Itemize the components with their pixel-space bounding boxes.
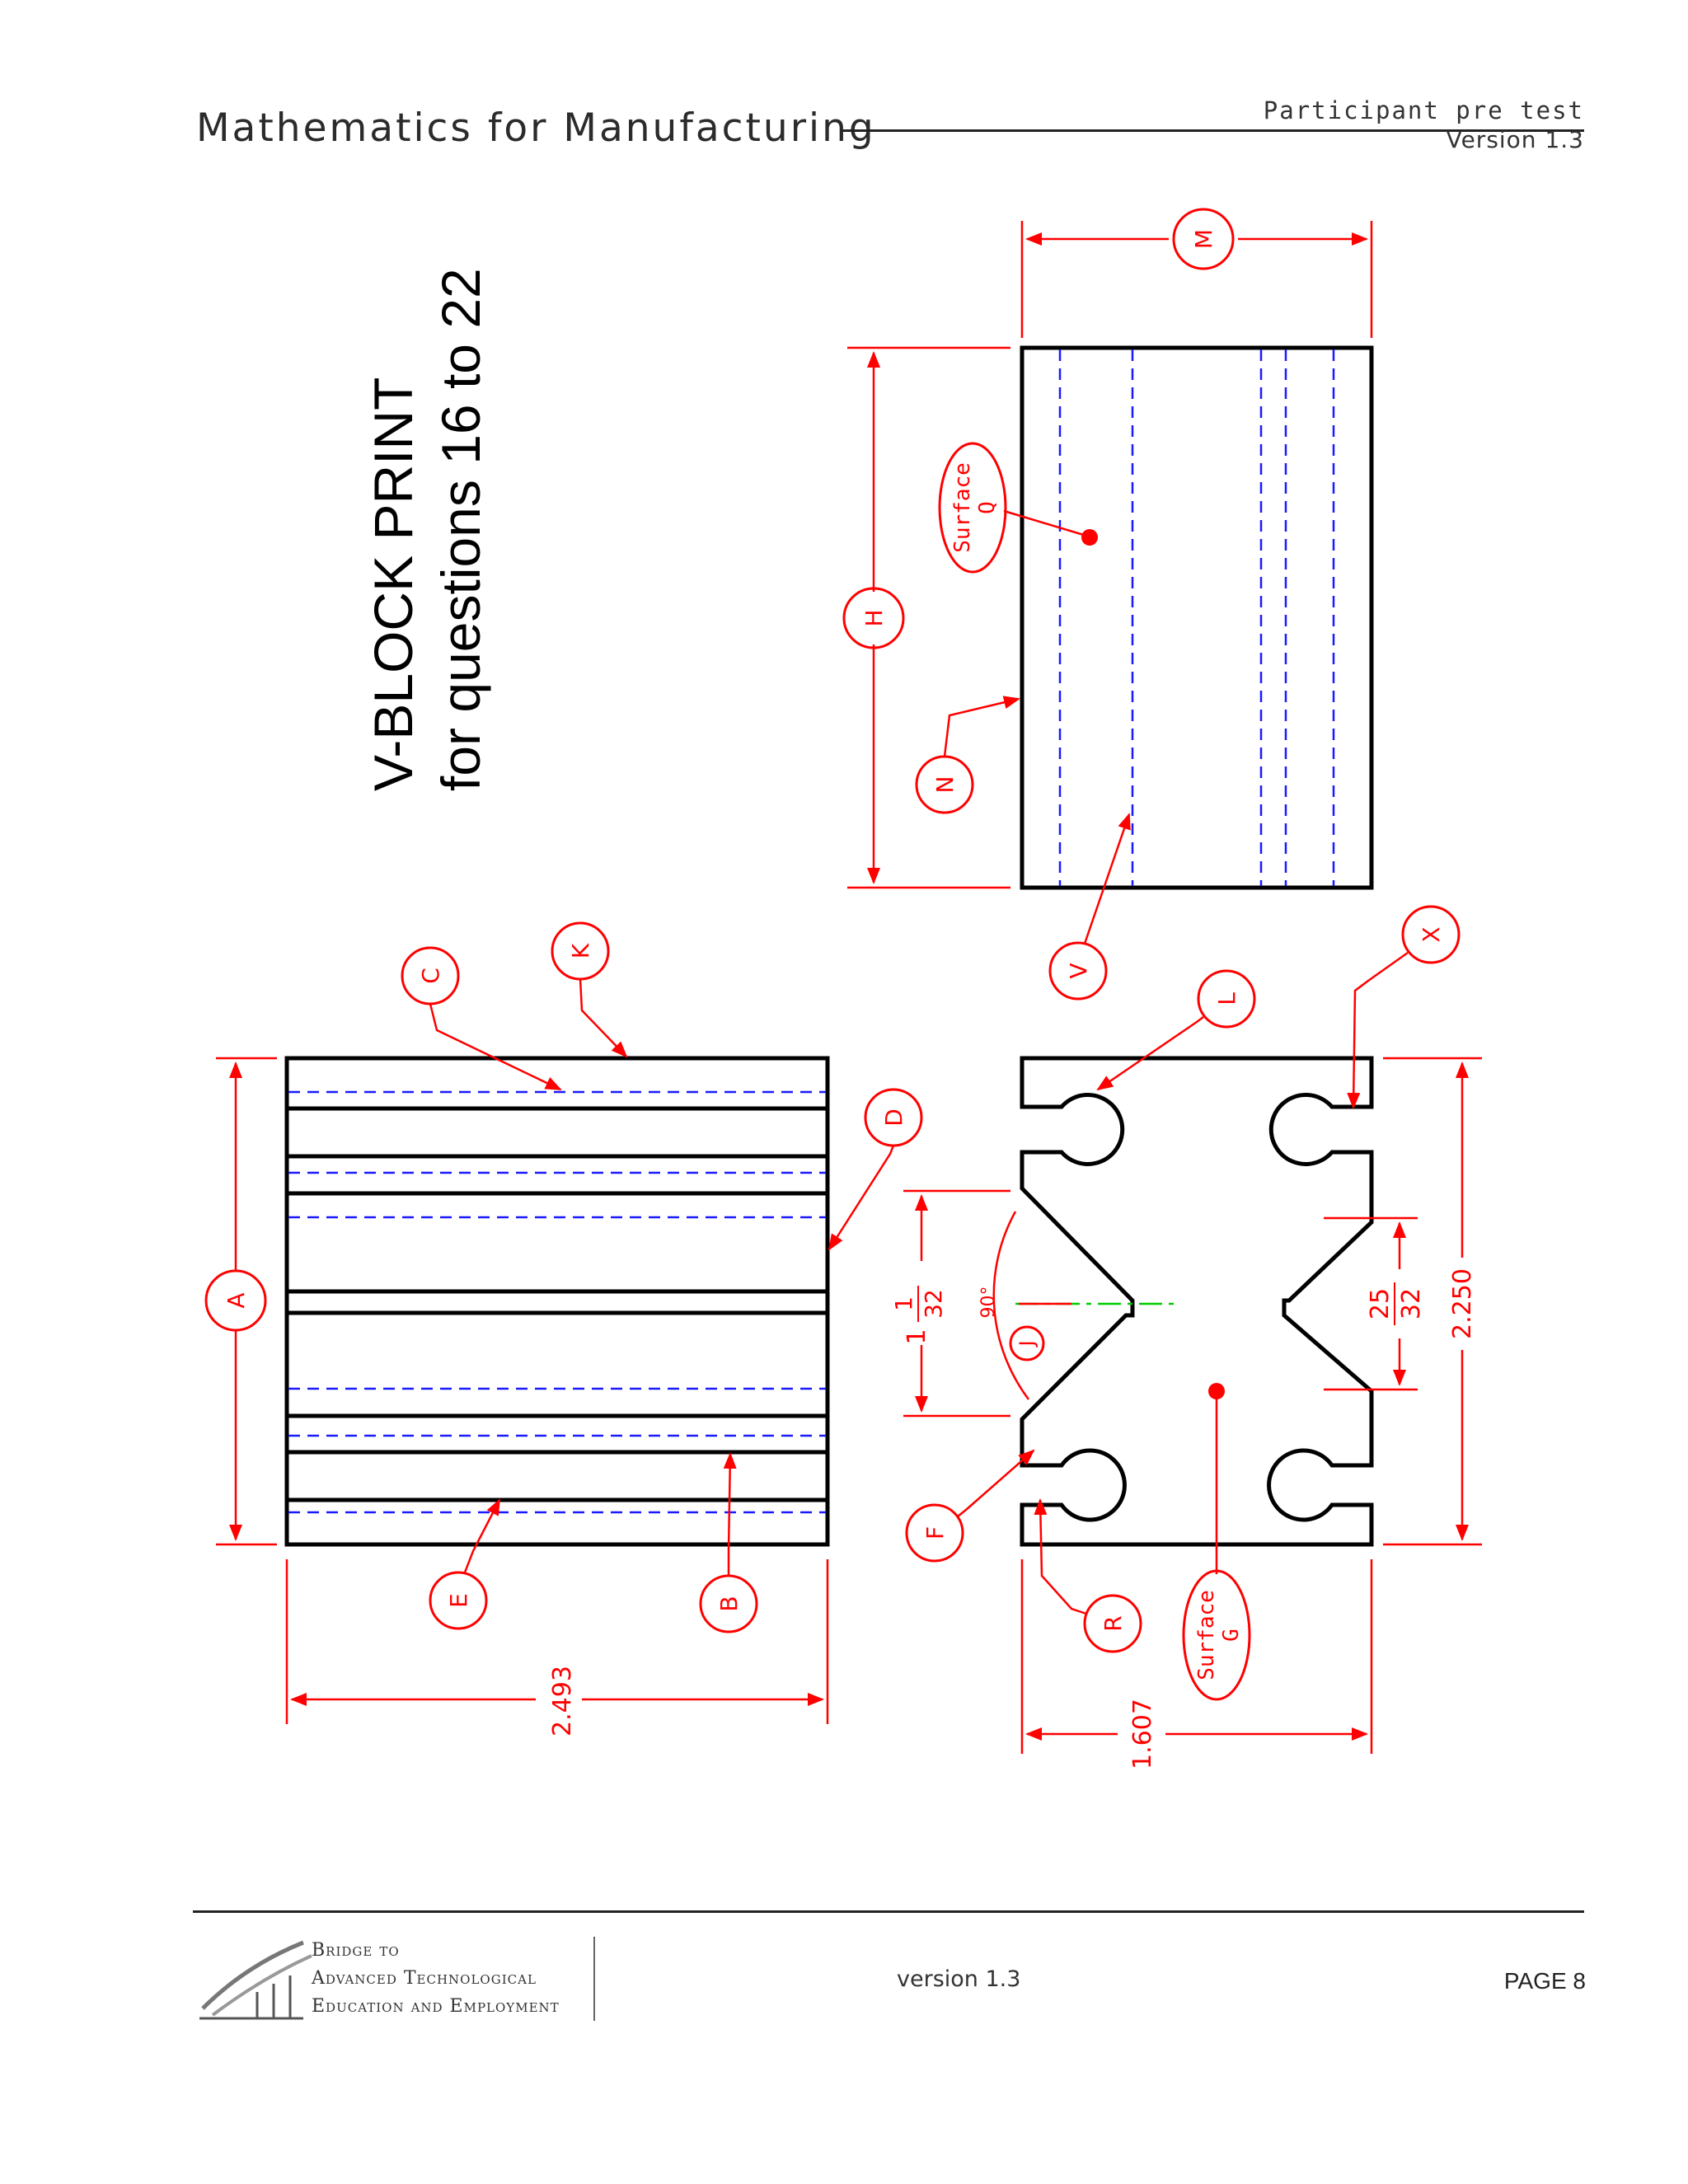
logo-line2: Advanced Technological	[312, 1968, 537, 1989]
label-c: C	[417, 968, 444, 984]
surface-g-word: Surface	[1194, 1590, 1219, 1680]
dim-width-front-text: 2.493	[548, 1666, 577, 1736]
label-x: X	[1418, 926, 1445, 942]
k-callout	[551, 921, 628, 1058]
logo-line3: Education and Employment	[312, 1996, 560, 2017]
label-k: K	[567, 943, 594, 958]
d-callout	[828, 1088, 923, 1251]
header-doc-type: Participant pre test	[1263, 96, 1584, 124]
label-d: D	[880, 1108, 907, 1127]
slot-numerator: 25	[1366, 1288, 1395, 1319]
slot-denominator: 32	[1397, 1288, 1426, 1319]
v-callout	[1048, 813, 1131, 1001]
front-view-outline	[284, 1056, 830, 1547]
surface-g-letter: G	[1219, 1629, 1244, 1642]
front-view: A 2.493 C K D E	[204, 921, 923, 1736]
dim-vee-opening	[903, 1189, 1010, 1418]
footer-rule	[193, 1910, 1584, 1913]
dim-height-end-text: 2.250	[1448, 1268, 1477, 1339]
dim-width-end	[1020, 1559, 1373, 1754]
front-view-hidden-lines	[288, 1090, 826, 1514]
footer-version: version 1.3	[897, 1966, 1021, 1992]
b-callout	[699, 1452, 758, 1633]
l-callout	[1096, 969, 1256, 1091]
bridge-logo	[199, 1940, 312, 2020]
label-h: H	[860, 609, 888, 626]
label-n: N	[931, 776, 959, 794]
top-view-outline	[1020, 345, 1374, 890]
e-callout	[429, 1498, 501, 1630]
footer-page-number: PAGE 8	[1503, 1968, 1586, 1994]
header-rule	[842, 129, 1584, 132]
dim-slot	[1324, 1216, 1418, 1391]
surface-q-callout: Surface Q	[938, 442, 1098, 574]
header-title: Mathematics for Manufacturing	[196, 105, 876, 151]
vee-whole: 1	[903, 1329, 931, 1344]
drawing-title: V-BLOCK PRINT for questions 16 to 22	[363, 268, 491, 791]
header-version: Version 1.3	[1446, 126, 1584, 153]
dim-slot-text: 25 32	[1366, 1282, 1426, 1325]
dim-width-end-text: 1.607	[1128, 1699, 1157, 1769]
end-view: Surface G L X F R	[890, 905, 1482, 1769]
label-m: M	[1190, 229, 1217, 249]
dim-height-end	[1383, 1057, 1482, 1546]
logo-separator	[593, 1937, 595, 2021]
f-callout	[905, 1449, 1035, 1563]
drawing-title-line2: for questions 16 to 22	[430, 268, 491, 791]
dim-vee-opening-text: 1 1 32	[890, 1286, 947, 1345]
header-right: Participant pre test Version 1.3	[1264, 96, 1584, 155]
r-callout	[1034, 1498, 1142, 1653]
x-callout	[1347, 905, 1461, 1109]
label-v: V	[1065, 963, 1092, 978]
top-view: M H Surface Q N	[842, 208, 1374, 1001]
label-f: F	[921, 1526, 949, 1540]
label-a: A	[223, 1292, 250, 1308]
surface-q-word: Surface	[950, 462, 975, 553]
angle-90	[992, 1211, 1071, 1400]
logo-line1: Bridge to	[312, 1940, 400, 1961]
end-view-outline	[1020, 1056, 1374, 1547]
dim-width-front	[285, 1559, 829, 1724]
n-callout	[915, 696, 1020, 814]
vee-numerator: 1	[890, 1296, 917, 1311]
surface-q-letter: Q	[975, 501, 1000, 514]
dim-a	[204, 1057, 277, 1546]
label-e: E	[445, 1593, 472, 1608]
dim-h	[842, 346, 1010, 889]
c-callout	[401, 946, 562, 1091]
label-j: J	[1015, 1340, 1039, 1347]
vee-denominator: 32	[920, 1289, 947, 1319]
drawing-title-line1: V-BLOCK PRINT	[363, 377, 424, 791]
label-l: L	[1213, 992, 1240, 1005]
angle-90-text: 90°	[978, 1286, 999, 1319]
surface-g-callout: Surface G	[1182, 1383, 1251, 1701]
label-r: R	[1100, 1615, 1127, 1631]
label-b: B	[715, 1596, 743, 1611]
top-view-hidden-lines	[1058, 349, 1335, 886]
logo-text: Bridge to Advanced Technological Educati…	[312, 1937, 560, 2021]
dim-m	[1020, 208, 1373, 338]
